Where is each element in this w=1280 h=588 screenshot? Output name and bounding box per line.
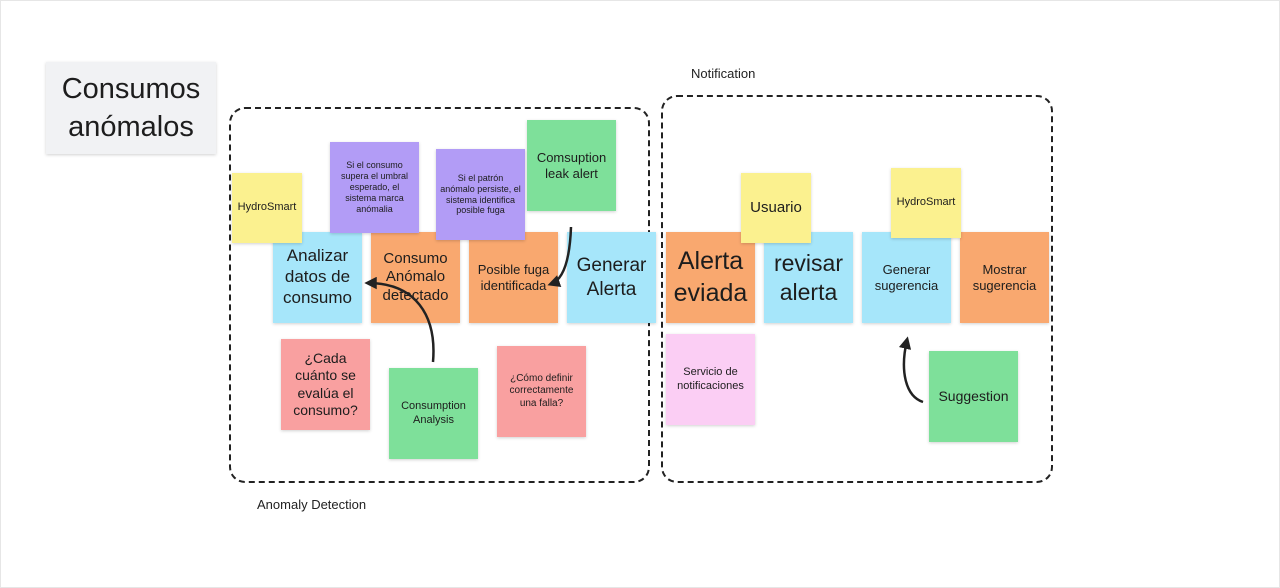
board-title[interactable]: Consumos anómalos xyxy=(46,62,216,154)
note-consumption-analysis[interactable]: Consumption Analysis xyxy=(389,368,478,459)
notification-label: Notification xyxy=(691,66,756,81)
note-umbral[interactable]: Si el consumo supera el umbral esperado,… xyxy=(330,142,419,233)
note-generar-sugerencia[interactable]: Generar sugerencia xyxy=(862,232,951,323)
note-hydrosmart-2[interactable]: HydroSmart xyxy=(891,168,961,238)
note-usuario[interactable]: Usuario xyxy=(741,173,811,243)
note-hydrosmart-1[interactable]: HydroSmart xyxy=(232,173,302,243)
note-consumo-anomalo[interactable]: Consumo Anómalo detectado xyxy=(371,232,460,323)
note-revisar-alerta[interactable]: revisar alerta xyxy=(764,232,853,323)
note-suggestion[interactable]: Suggestion xyxy=(929,351,1018,442)
note-patron[interactable]: Si el patrón anómalo persiste, el sistem… xyxy=(436,149,525,240)
note-analizar-datos[interactable]: Analizar datos de consumo xyxy=(273,232,362,323)
note-leak-alert[interactable]: Comsuption leak alert xyxy=(527,120,616,211)
note-mostrar-sugerencia[interactable]: Mostrar sugerencia xyxy=(960,232,1049,323)
note-generar-alerta[interactable]: Generar Alerta xyxy=(567,232,656,323)
note-cada-cuanto[interactable]: ¿Cada cuánto se evalúa el consumo? xyxy=(281,339,370,430)
anomaly-detection-label: Anomaly Detection xyxy=(257,497,367,512)
notification-zone[interactable] xyxy=(661,95,1053,483)
note-como-definir[interactable]: ¿Cómo definir correctamente una falla? xyxy=(497,346,586,437)
note-posible-fuga[interactable]: Posible fuga identificada xyxy=(469,232,558,323)
note-alerta-eviada[interactable]: Alerta eviada xyxy=(666,232,755,323)
note-servicio-notificaciones[interactable]: Servicio de notificaciones xyxy=(666,334,755,425)
